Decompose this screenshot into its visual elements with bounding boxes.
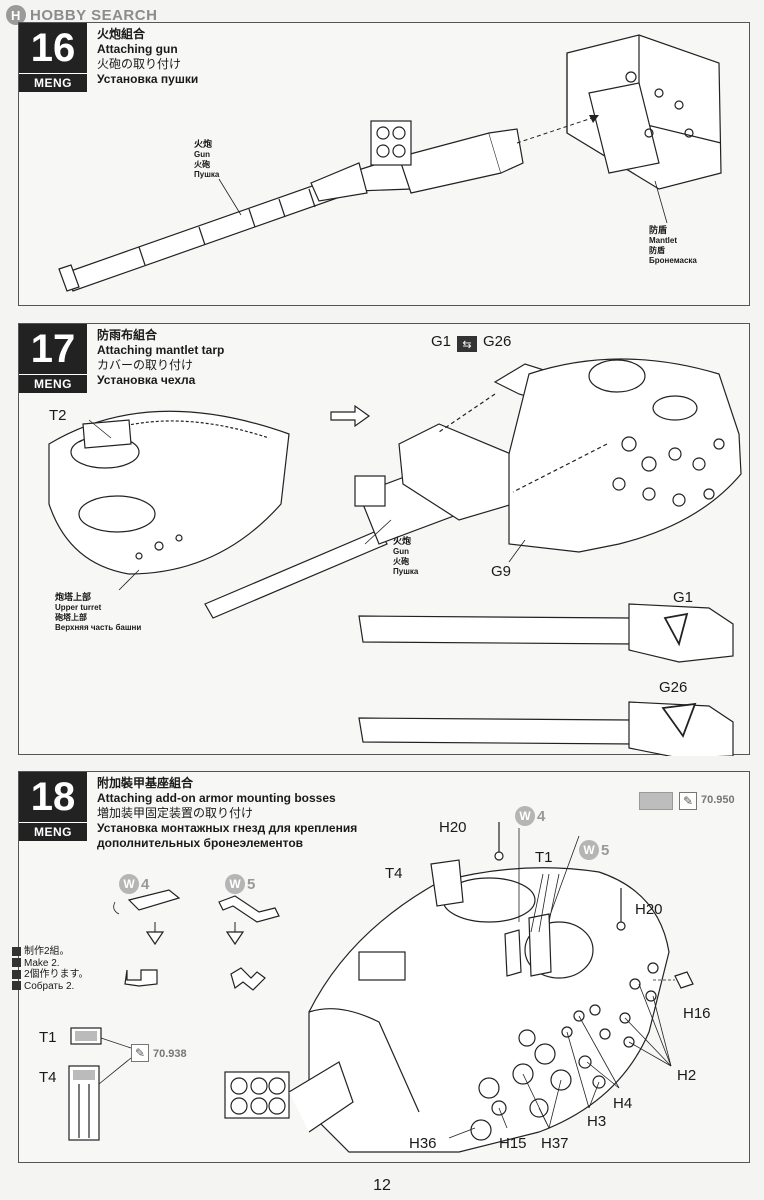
step-title: 防雨布組合 Attaching mantlet tarp カバーの取り付け Ус… xyxy=(97,328,224,388)
armor-bosses-drawing xyxy=(68,822,694,1153)
title-en: Attaching gun xyxy=(97,42,178,56)
step-badge: 17 MENG xyxy=(19,324,87,393)
title-en: Attaching add-on armor mounting bosses xyxy=(97,791,336,805)
w-marker-icon: W xyxy=(119,874,139,894)
part-h16: H16 xyxy=(683,1005,711,1022)
w-marker-number: 4 xyxy=(141,876,150,893)
w-marker-number: 5 xyxy=(247,876,256,893)
gun-label-cn: 火炮 xyxy=(393,536,412,546)
title-cn: 火炮組合 xyxy=(97,27,146,41)
gun-label-en: Gun xyxy=(194,150,210,159)
mantlet-label: 防盾 Mantlet 防盾 Бронемаска xyxy=(649,225,697,266)
w-marker-icon: W xyxy=(515,806,535,826)
part-g1: G1 xyxy=(431,333,452,350)
part-h20-right: H20 xyxy=(635,901,663,918)
part-t2: T2 xyxy=(49,407,67,424)
step-number: 17 xyxy=(19,324,87,374)
step-title: 附加裝甲基座組合 Attaching add-on armor mounting… xyxy=(97,776,357,851)
upper-turret-label: 炮塔上部 Upper turret 砲塔上部 Верхняя часть баш… xyxy=(55,592,141,633)
gun-assembly-drawing xyxy=(58,34,722,292)
step-16-panel: 16 MENG 火炮組合 Attaching gun 火砲の取り付け Устан… xyxy=(18,22,750,306)
watermark-logo-icon: H xyxy=(6,5,26,25)
gun-label-en: Gun xyxy=(393,547,409,556)
brand-logo: MENG xyxy=(19,822,87,841)
paint-code-small: 70.938 xyxy=(153,1048,187,1060)
part-g26: G26 xyxy=(483,333,512,350)
watermark: H HOBBY SEARCH xyxy=(6,4,157,26)
part-h3: H3 xyxy=(587,1113,607,1130)
w-marker-number: 4 xyxy=(537,808,546,825)
watermark-text: HOBBY SEARCH xyxy=(30,6,158,24)
swap-icon: ⇆ xyxy=(457,336,477,352)
make-two-en: Make 2. xyxy=(24,957,60,969)
part-g26-detail: G26 xyxy=(659,679,688,696)
part-t4-chip: T4 xyxy=(39,1069,57,1086)
title-cn: 附加裝甲基座組合 xyxy=(97,776,194,790)
brush-icon: ✎ xyxy=(131,1044,149,1062)
part-t1: T1 xyxy=(535,849,553,866)
brand-logo: MENG xyxy=(19,73,87,92)
step-number: 16 xyxy=(19,23,87,73)
title-ru-1: Установка монтажных гнезд для крепления xyxy=(97,821,358,835)
brand-logo: MENG xyxy=(19,374,87,393)
step-badge: 18 MENG xyxy=(19,772,87,841)
step-title: 火炮組合 Attaching gun 火砲の取り付け Установка пуш… xyxy=(97,27,198,87)
step-17-panel: 17 MENG 防雨布組合 Attaching mantlet tarp カバー… xyxy=(18,323,750,756)
gun-label-jp: 火砲 xyxy=(393,557,409,566)
mantlet-tarp-drawing xyxy=(48,358,742,756)
mantlet-label-cn: 防盾 xyxy=(649,225,668,235)
title-ru-2: дополнительных бронеэлементов xyxy=(97,836,304,850)
title-jp: 増加装甲固定装置の取り付け xyxy=(97,806,254,820)
part-h4: H4 xyxy=(613,1095,633,1112)
step-number: 18 xyxy=(19,772,87,822)
part-h15: H15 xyxy=(499,1135,527,1152)
gun-label-ru: Пушка xyxy=(393,567,419,576)
step-18-panel: 18 MENG 附加裝甲基座組合 Attaching add-on armor … xyxy=(18,771,750,1163)
paint-swatch xyxy=(639,792,673,810)
mantlet-label-ru: Бронемаска xyxy=(649,256,697,265)
title-ru: Установка пушки xyxy=(97,72,199,86)
paint-code-main: 70.950 xyxy=(701,794,735,806)
lang-ru-icon xyxy=(12,981,21,991)
title-en: Attaching mantlet tarp xyxy=(97,343,225,357)
mantlet-label-en: Mantlet xyxy=(649,236,677,245)
upper-turret-label-ru: Верхняя часть башни xyxy=(55,623,142,632)
step-badge: 16 MENG xyxy=(19,23,87,92)
part-t4: T4 xyxy=(385,865,403,882)
gun-label: 火炮 Gun 火砲 Пушка xyxy=(393,536,418,577)
make-two-cn: 制作2組。 xyxy=(24,946,70,957)
w-marker-icon: W xyxy=(579,840,599,860)
part-g1-detail: G1 xyxy=(673,589,694,606)
lang-en-icon xyxy=(12,958,21,968)
gun-label: 火炮 Gun 火砲 Пушка xyxy=(194,139,219,180)
mantlet-label-jp: 防盾 xyxy=(649,246,665,255)
upper-turret-label-en: Upper turret xyxy=(55,603,102,612)
lang-cn-icon xyxy=(12,946,21,956)
brush-icon: ✎ xyxy=(679,792,697,810)
part-t1-chip: T1 xyxy=(39,1029,57,1046)
part-h20-left: H20 xyxy=(439,819,467,836)
part-h37: H37 xyxy=(541,1135,569,1152)
part-h36: H36 xyxy=(409,1135,437,1152)
make-two-ru: Собрать 2. xyxy=(24,980,75,992)
title-ru: Установка чехла xyxy=(97,373,196,387)
make-two-note: 制作2組。 Make 2. 2個作ります。 Собрать 2. xyxy=(12,946,89,992)
part-g9: G9 xyxy=(491,563,512,580)
gun-label-cn: 火炮 xyxy=(194,139,213,149)
upper-turret-label-cn: 炮塔上部 xyxy=(55,592,92,602)
make-two-jp: 2個作ります。 xyxy=(24,969,89,980)
title-jp: カバーの取り付け xyxy=(97,358,194,372)
w-marker-icon: W xyxy=(225,874,245,894)
page-number: 12 xyxy=(373,1177,391,1194)
gun-label-jp: 火砲 xyxy=(194,160,210,169)
part-h2: H2 xyxy=(677,1067,697,1084)
lang-jp-icon xyxy=(12,969,21,979)
title-cn: 防雨布組合 xyxy=(97,328,158,342)
gun-label-ru: Пушка xyxy=(194,170,220,179)
w-marker-number: 5 xyxy=(601,842,610,859)
title-jp: 火砲の取り付け xyxy=(97,57,182,71)
upper-turret-label-jp: 砲塔上部 xyxy=(55,613,87,622)
